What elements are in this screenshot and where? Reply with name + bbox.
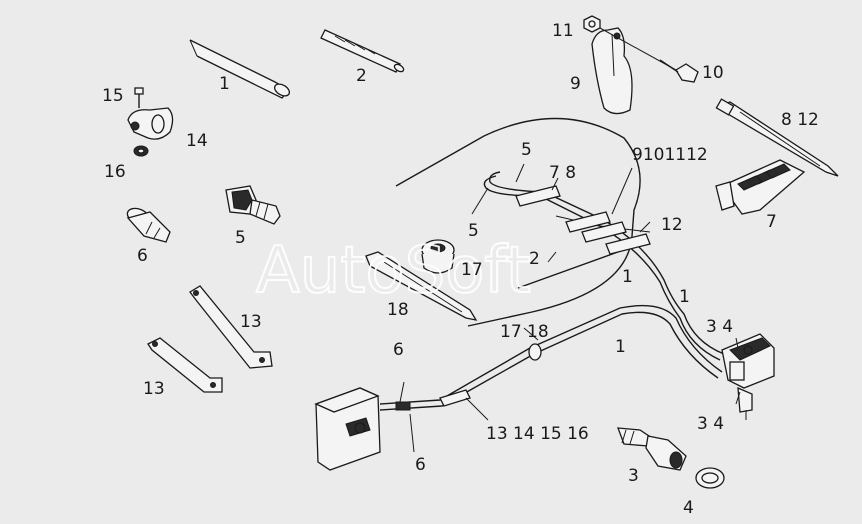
callout-5: 5: [235, 228, 246, 248]
callout-5: 5: [521, 140, 532, 160]
callout-13: 13: [240, 312, 262, 332]
callout-7: 7: [766, 212, 777, 232]
callout-labels: 1 2 3 4 5 5 5 6 6 6 7 7 8 8 12 9 9101112…: [102, 21, 819, 518]
callout-6: 6: [393, 340, 404, 360]
callout-6: 6: [415, 455, 426, 475]
part-2-braided-tube: [320, 29, 405, 73]
callout-7-8: 7 8: [549, 163, 576, 183]
part-16-washer: [133, 145, 149, 157]
part-11-nut: [583, 15, 601, 33]
reservoir: [314, 387, 381, 471]
callout-3-4: 3 4: [706, 317, 733, 337]
part-13-bracket-lower: [147, 337, 223, 393]
callout-9: 9: [570, 74, 581, 94]
part-5-fitting: [225, 185, 281, 225]
part-8-12-cable-tie: [715, 98, 839, 177]
callout-5: 5: [468, 221, 479, 241]
callout-18: 18: [387, 300, 409, 320]
strap-9101112: [565, 211, 651, 255]
part-14-clamp: [127, 107, 174, 140]
part-3-fitting: [617, 427, 687, 471]
callout-16: 16: [104, 162, 126, 182]
callout-1: 1: [622, 267, 633, 287]
callout-2: 2: [529, 249, 540, 269]
part-17-grommet: [421, 239, 455, 274]
callout-14: 14: [186, 131, 208, 151]
part-18-tie-strap: [365, 251, 478, 321]
callout-13: 13: [143, 379, 165, 399]
callout-1: 1: [219, 74, 230, 94]
lower-hose: [379, 304, 723, 411]
callout-6: 6: [137, 246, 148, 266]
part-10-bolt: [659, 59, 699, 83]
watermark: AutoSoft: [256, 234, 531, 308]
part-9-bracket: [591, 27, 633, 115]
callout-2: 2: [356, 66, 367, 86]
callout-1: 1: [615, 337, 626, 357]
callout-3-4: 3 4: [697, 414, 724, 434]
part-6-connector: [126, 207, 171, 243]
callout-17: 17: [461, 260, 483, 280]
callout-10: 10: [702, 63, 724, 83]
part-4-washer: [695, 467, 725, 489]
callout-13-14-15-16: 13 14 15 16: [486, 424, 589, 444]
callout-4: 4: [683, 498, 694, 518]
part-15-bolt: [134, 87, 144, 108]
callout-9101112: 9101112: [632, 145, 708, 165]
callout-12: 12: [661, 215, 683, 235]
part-1-tube: [189, 39, 291, 99]
leader-11-10: [599, 27, 677, 71]
pump-unit-34: [721, 333, 775, 420]
strap-7-8: [515, 185, 561, 207]
callout-8-12: 8 12: [781, 110, 819, 130]
callout-15: 15: [102, 86, 124, 106]
part-13-bracket-upper: [189, 285, 273, 369]
callout-1: 1: [679, 287, 690, 307]
leader-lines: [399, 163, 741, 453]
callout-11: 11: [552, 21, 574, 41]
part-7-clip: [715, 159, 806, 215]
callout-3: 3: [628, 466, 639, 486]
connector-6-lower: [395, 401, 411, 411]
callout-17-18: 17 18: [500, 322, 549, 342]
